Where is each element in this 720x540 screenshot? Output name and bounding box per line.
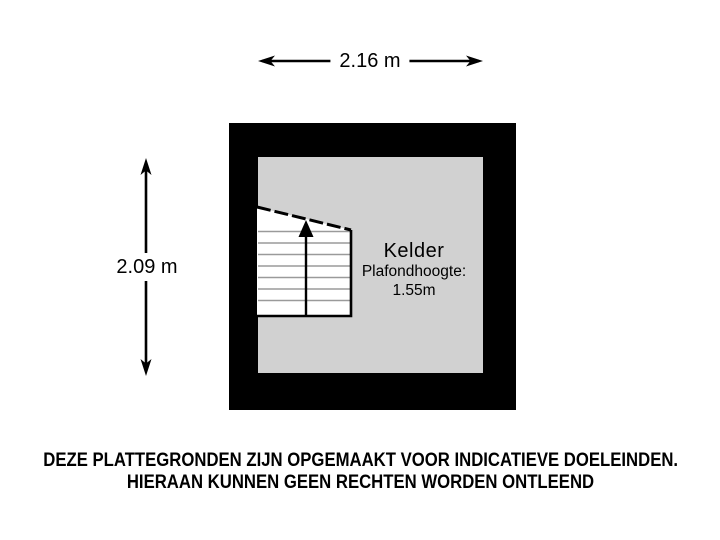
room-name: Kelder: [383, 240, 445, 262]
ceiling-height-label: Plafondhoogte:: [361, 263, 467, 280]
arrow-right-head-icon: [466, 55, 483, 67]
room-info: Kelder Plafondhoogte: 1.55m: [339, 241, 489, 300]
width-dimension-value: 2.16 m: [339, 50, 401, 72]
ceiling-height-value: 1.55m: [392, 282, 436, 299]
height-dimension-label: 2.09 m: [107, 253, 187, 281]
disclaimer: DEZE PLATTEGRONDEN ZIJN OPGEMAAKT VOOR I…: [0, 450, 720, 494]
staircase-headroom-line: [256, 205, 352, 232]
height-dimension-value: 2.09 m: [116, 256, 178, 278]
arrow-left-head-icon: [258, 55, 275, 67]
arrow-down-head-icon: [140, 359, 152, 376]
staircase: [256, 205, 353, 318]
arrow-up-head-icon: [140, 158, 152, 175]
staircase-shape: [257, 207, 351, 316]
disclaimer-line-2: HIERAAN KUNNEN GEEN RECHTEN WORDEN ONTLE…: [126, 472, 594, 493]
stairs-up-arrow-icon: [298, 220, 314, 316]
width-dimension-label: 2.16 m: [330, 47, 410, 75]
room-walls: [229, 123, 516, 410]
staircase-steps: [258, 230, 350, 302]
staircase-outline: [257, 230, 353, 318]
disclaimer-line-1: DEZE PLATTEGRONDEN ZIJN OPGEMAAKT VOOR I…: [43, 450, 679, 471]
